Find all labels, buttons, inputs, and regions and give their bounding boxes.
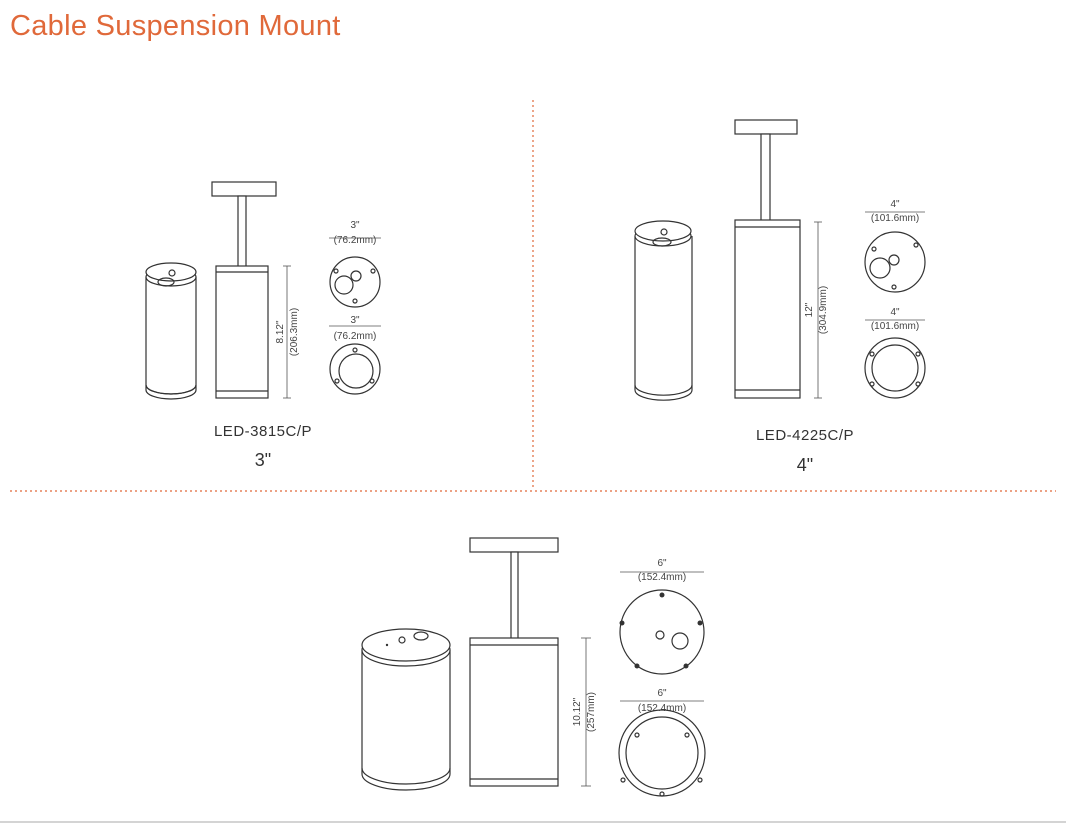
model-label: LED-3815C/P (214, 423, 312, 440)
top-dia-mm: (152.4mm) (638, 572, 686, 583)
height-in: 10.12" (572, 697, 583, 726)
page-title: Cable Suspension Mount (10, 10, 341, 42)
height-mm: (206.3mm) (289, 308, 300, 356)
size-label: 4" (797, 455, 813, 475)
top-dia-in: 4" (890, 199, 900, 210)
bottom-dia-mm: (76.2mm) (334, 331, 377, 342)
side-view: 12" (304.9mm) (734, 119, 829, 399)
top-view: 4" (101.6mm) (864, 199, 926, 293)
height-in: 12" (804, 302, 815, 317)
bottom-view: 6" (152.4mm) (618, 688, 706, 797)
top-view: 6" (152.4mm) (619, 558, 705, 675)
product-4in: 12" (304.9mm) 4" (101.6mm) 4" (101.6mm) … (634, 119, 926, 475)
model-label: LED-4225C/P (756, 427, 854, 444)
bottom-dia-in: 4" (890, 307, 900, 318)
perspective-view (145, 262, 197, 400)
height-in: 8.12" (275, 320, 286, 343)
product-6in: 10.12" (257mm) 6" (152.4mm) 6" (152.4mm) (361, 537, 706, 797)
bottom-view: 4" (101.6mm) (864, 307, 926, 399)
top-view: 3" (76.2mm) (329, 220, 381, 308)
bottom-dia-mm: (101.6mm) (871, 321, 919, 332)
bottom-view: 3" (76.2mm) (329, 315, 381, 395)
side-view: 10.12" (257mm) (469, 537, 597, 787)
top-dia-mm: (76.2mm) (334, 235, 377, 246)
perspective-view (361, 628, 451, 791)
size-label: 3" (255, 450, 271, 470)
top-dia-in: 3" (350, 220, 360, 231)
product-3in: 8.12" (206.3mm) 3" (76.2mm) 3" (76.2mm) … (145, 181, 381, 470)
perspective-view (634, 220, 693, 401)
side-view: 8.12" (206.3mm) (211, 181, 300, 399)
top-dia-mm: (101.6mm) (871, 213, 919, 224)
top-dia-in: 6" (657, 558, 667, 569)
bottom-dia-in: 6" (657, 688, 667, 699)
height-mm: (257mm) (586, 692, 597, 732)
bottom-dia-in: 3" (350, 315, 360, 326)
height-mm: (304.9mm) (818, 286, 829, 334)
bottom-dia-mm: (152.4mm) (638, 703, 686, 714)
